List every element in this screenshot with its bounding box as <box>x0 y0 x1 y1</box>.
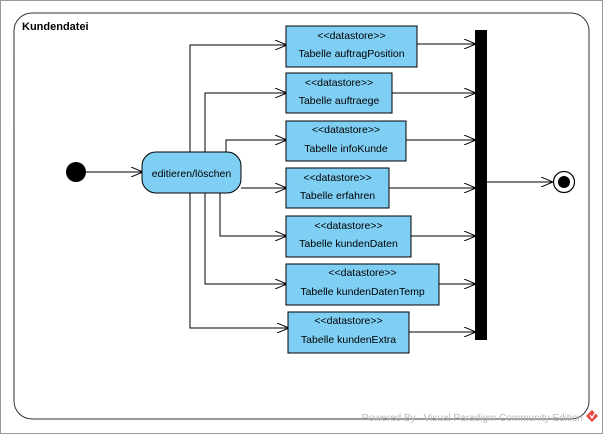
datastore-infokunde[interactable]: <<datastore>> Tabelle infoKunde <box>285 120 407 162</box>
watermark-text: Powered ByVisual Paradigm Community Edi… <box>362 413 583 424</box>
final-node[interactable] <box>552 170 576 194</box>
visual-paradigm-logo-icon <box>586 410 598 422</box>
datastore-label: Tabelle kundenExtra <box>301 334 396 346</box>
flows-to-join <box>389 44 475 332</box>
datastore-kundendaten[interactable]: <<datastore>> Tabelle kundenDaten <box>285 215 412 258</box>
initial-node[interactable] <box>66 162 86 182</box>
datastore-stereotype: <<datastore>> <box>328 267 396 279</box>
datastore-label: Tabelle infoKunde <box>304 143 388 155</box>
datastore-auftragposition[interactable]: <<datastore>> Tabelle auftragPosition <box>285 25 418 68</box>
datastore-stereotype: <<datastore>> <box>317 30 385 42</box>
datastore-stereotype: <<datastore>> <box>303 172 371 184</box>
datastore-auftraege[interactable]: <<datastore>> Tabelle auftraege <box>285 72 393 114</box>
join-bar[interactable] <box>475 30 487 340</box>
datastore-label: Tabelle auftraege <box>299 95 380 107</box>
flow-to-auftragposition <box>189 45 286 152</box>
datastore-erfahren[interactable]: <<datastore>> Tabelle erfahren <box>285 167 390 209</box>
datastore-label: Tabelle kundenDaten <box>299 238 398 250</box>
datastore-stereotype: <<datastore>> <box>312 124 380 136</box>
flow-to-kundenextra <box>189 193 288 328</box>
datastore-label: Tabelle kundenDatenTemp <box>300 286 424 298</box>
flow-to-kundendaten <box>219 193 286 236</box>
action-label: editieren/löschen <box>152 168 232 180</box>
datastore-stereotype: <<datastore>> <box>314 315 382 327</box>
datastore-label: Tabelle auftragPosition <box>298 48 404 60</box>
action-editieren-loeschen[interactable] <box>141 151 242 194</box>
datastore-stereotype: <<datastore>> <box>305 77 373 89</box>
datastore-stereotype: <<datastore>> <box>314 220 382 232</box>
datastore-kundenextra[interactable]: <<datastore>> Tabelle kundenExtra <box>287 311 410 354</box>
flow-to-infokunde <box>225 140 286 152</box>
flow-to-auftraege <box>204 93 286 152</box>
activity-title: Kundendatei <box>22 21 89 33</box>
flows-to-datastores <box>189 45 288 328</box>
flow-to-kundendatentemp <box>204 193 286 284</box>
datastore-label: Tabelle erfahren <box>300 190 375 202</box>
datastore-kundendatentemp[interactable]: <<datastore>> Tabelle kundenDatenTemp <box>285 263 440 306</box>
